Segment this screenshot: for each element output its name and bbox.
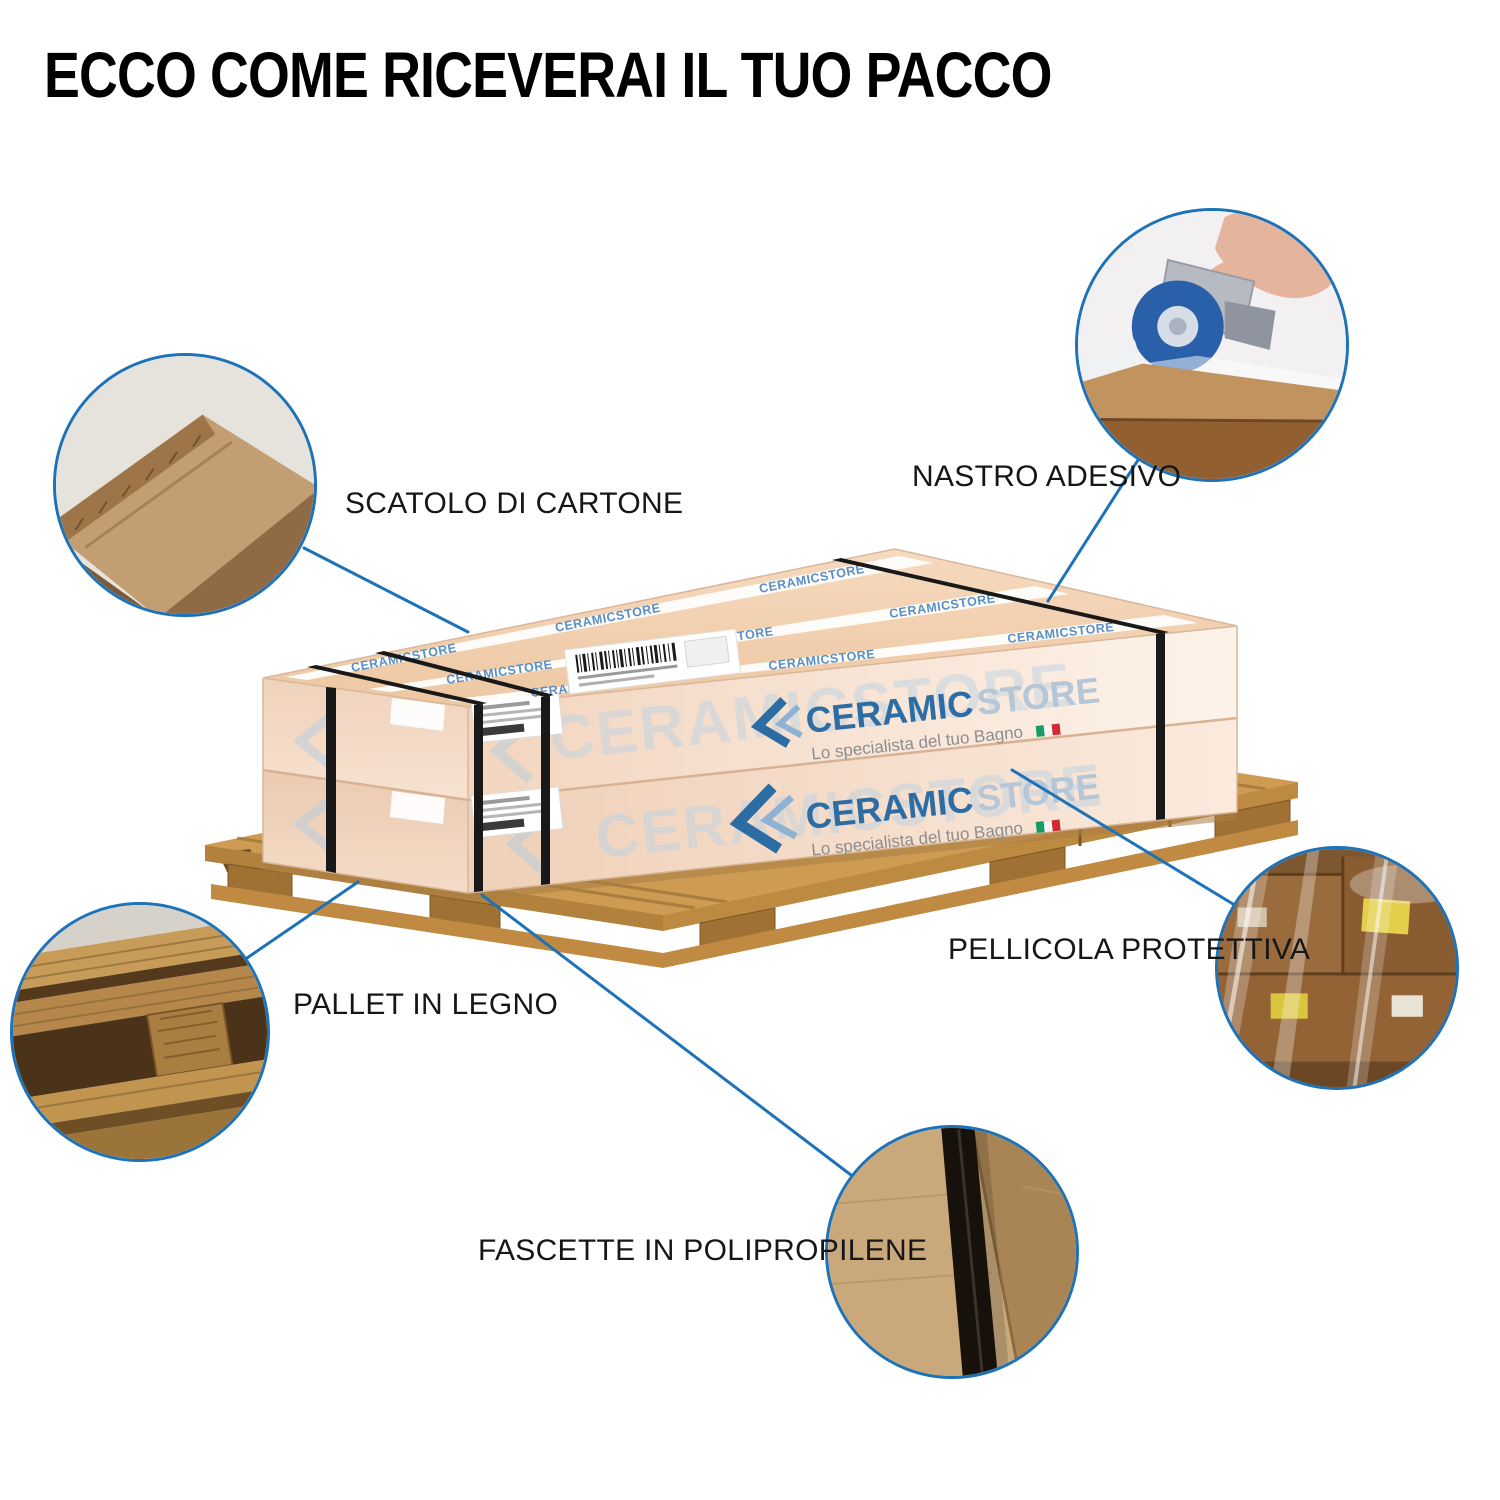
polypropylene-straps — [307, 558, 1169, 892]
connector-fascette — [480, 893, 853, 1177]
tape-dispenser-icon — [1078, 211, 1346, 479]
packing-slip-upper — [470, 691, 564, 744]
brand-chevron-icon — [750, 697, 791, 748]
end-label-upper — [390, 698, 445, 731]
callout-photo-shrink-wrap — [1215, 846, 1459, 1090]
packing-slip-lower — [470, 786, 564, 839]
strap-icon — [828, 1128, 1076, 1376]
shrink-wrap-icon — [1218, 849, 1456, 1087]
connector-lines — [245, 458, 1235, 1177]
connector-pellicola — [1010, 768, 1235, 906]
shipping-label — [563, 628, 742, 695]
callout-photo-strap — [825, 1125, 1079, 1379]
wooden-pallet-icon — [13, 905, 267, 1159]
callout-photo-cardboard-box — [53, 353, 317, 617]
connector-scatolo — [302, 546, 470, 634]
label-pellicola-protettiva: PELLICOLA PROTETTIVA — [948, 933, 1311, 966]
brand-chevron-icon — [729, 783, 783, 854]
connector-nastro — [1046, 458, 1140, 603]
connector-pallet — [245, 880, 360, 960]
label-nastro-adesivo: NASTRO ADESIVO — [912, 460, 1182, 493]
barcode — [575, 642, 677, 673]
callout-photo-wooden-pallet — [10, 902, 270, 1162]
label-scatolo-di-cartone: SCATOLO DI CARTONE — [345, 487, 684, 520]
italy-flag-icon — [1035, 723, 1061, 737]
end-label-lower — [390, 791, 445, 824]
italy-flag-icon — [1035, 819, 1061, 833]
label-fascette-in-polipropilene: FASCETTE IN POLIPROPILENE — [478, 1234, 928, 1267]
label-pallet-in-legno: PALLET IN LEGNO — [293, 988, 559, 1021]
callout-photo-tape-dispenser — [1075, 208, 1349, 482]
cardboard-box-icon — [56, 356, 314, 614]
page-title: ECCO COME RICEVERAI IL TUO PACCO — [44, 39, 1052, 111]
